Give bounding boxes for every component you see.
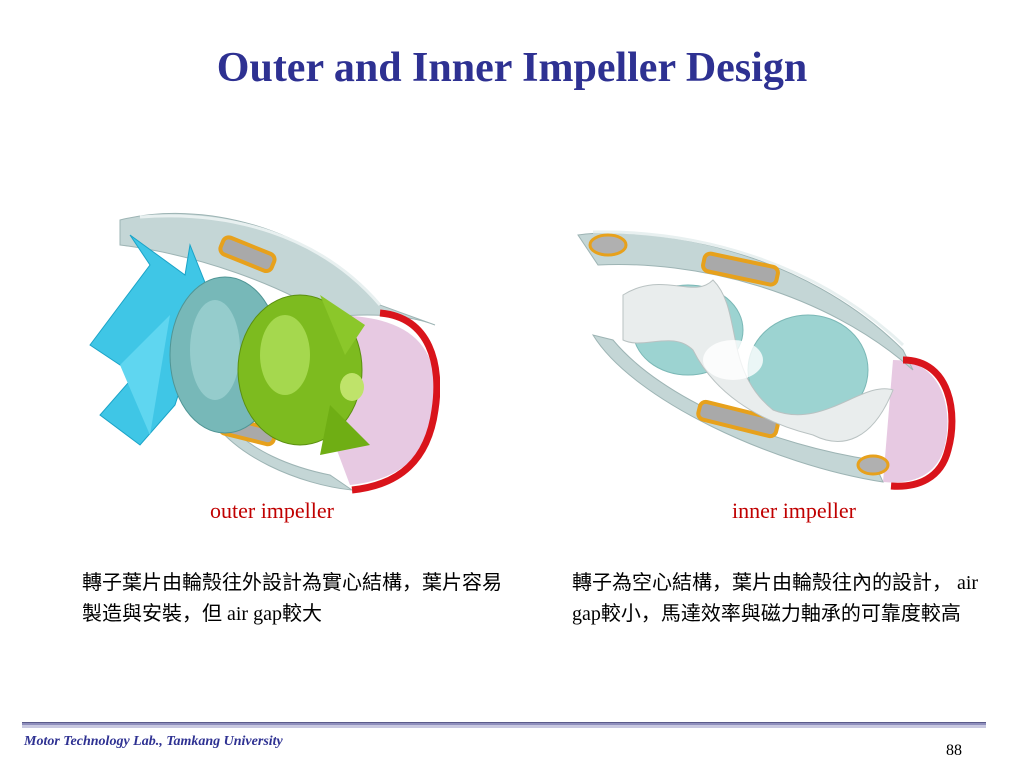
inner-slot-bottom (696, 399, 780, 439)
slide-title: Outer and Inner Impeller Design (216, 45, 808, 91)
inner-impeller-caption: inner impeller (731, 498, 856, 523)
outer-impeller-figure (89, 212, 440, 494)
footer-lab-name: Motor Technology Lab., Tamkang Universit… (24, 734, 283, 749)
footer-divider (22, 722, 986, 728)
inner-impeller-description: 轉子為空心結構，葉片由輪殼往內的設計， air gap較小，馬達效率與磁力軸承的… (572, 572, 979, 625)
inner-impeller-figure (577, 230, 956, 490)
inner-white-blades (622, 279, 894, 442)
outer-spinner-cone (340, 373, 364, 401)
inner-duct-end-wall (883, 360, 948, 483)
page-number: 88 (946, 742, 962, 759)
inner-slot-top (701, 251, 780, 287)
outer-impeller-caption: outer impeller (209, 498, 334, 523)
outer-slot-top (218, 235, 277, 274)
outer-red-rim (351, 309, 440, 494)
inner-red-rim (890, 356, 956, 490)
outer-impeller-description: 轉子葉片由輪殼往外設計為實心結構，葉片容易製造與安裝，但 air gap較大 (82, 572, 502, 625)
